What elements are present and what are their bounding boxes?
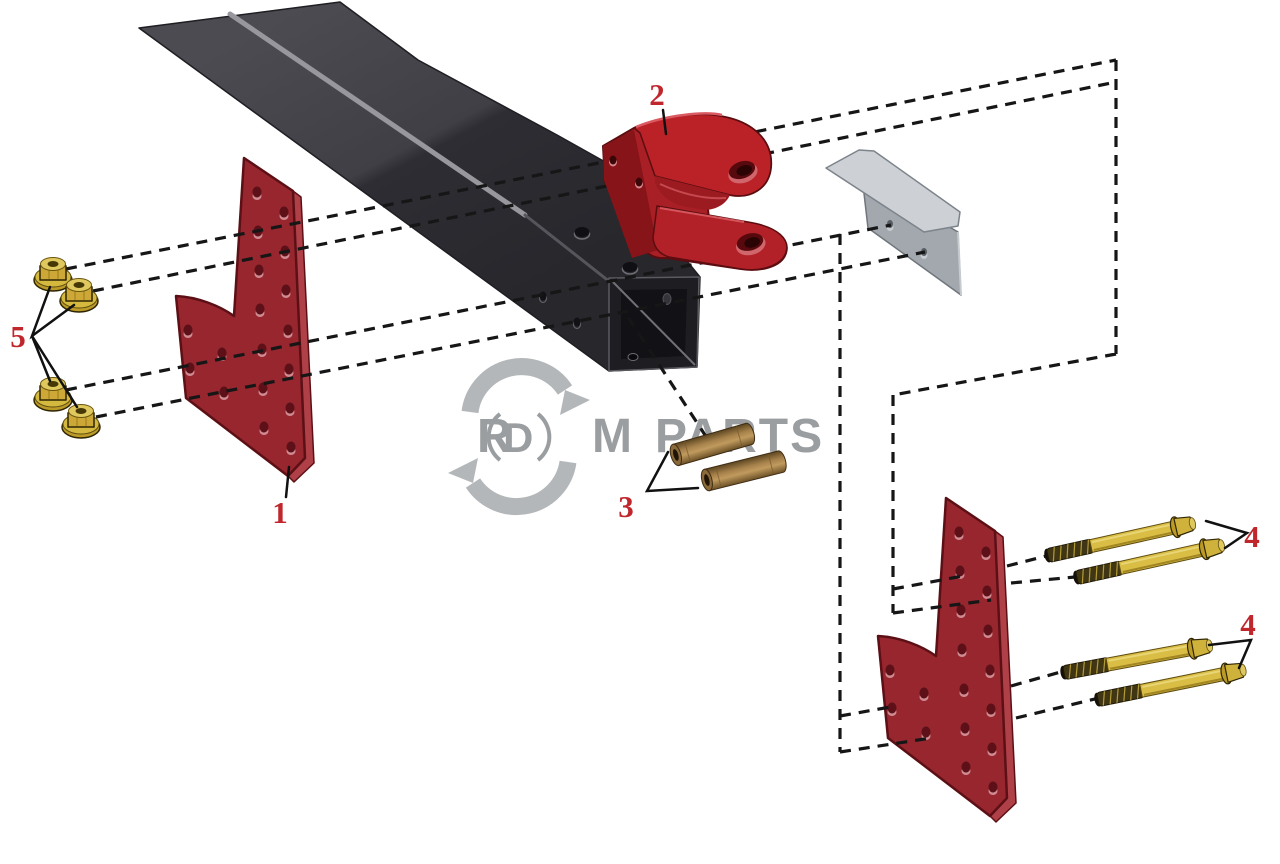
label-part1: 1 — [272, 495, 288, 530]
leader-part3 — [644, 450, 700, 493]
clevis-lower-hole — [736, 233, 766, 256]
leader-lines — [29, 108, 1254, 670]
part-number-labels: 1 2 3 4 4 5 — [10, 77, 1260, 642]
rdm-parts-watermark: R D M PARTS — [448, 358, 822, 516]
label-part5: 5 — [10, 319, 26, 354]
beam-ridge-highlight — [227, 11, 528, 218]
angle-bracket — [825, 149, 962, 296]
clevis-upper-hole — [728, 160, 758, 184]
leader-part1 — [284, 465, 291, 499]
leader-part4-upper — [1204, 519, 1250, 550]
label-part4-lower: 4 — [1240, 607, 1256, 642]
watermark-letter-m: M — [592, 410, 634, 463]
label-part2: 2 — [649, 77, 665, 112]
clevis-bracket — [602, 112, 788, 271]
rdm-logo-swirl-icon — [448, 358, 590, 516]
leader-part5 — [29, 285, 79, 409]
leader-part2 — [661, 108, 668, 136]
mounting-plate-right — [878, 498, 1016, 822]
leader-part4-lower — [1207, 638, 1254, 670]
clevis-throat — [655, 176, 730, 210]
label-part3: 3 — [618, 489, 634, 524]
flange-nut-4 — [61, 403, 101, 439]
mounting-plate-left — [176, 158, 314, 482]
watermark-letter-r: R — [477, 410, 514, 463]
flange-nut-3 — [33, 376, 73, 412]
beam-bolt-holes — [538, 227, 639, 330]
dashed-projection-lines — [65, 58, 1118, 754]
label-part4-upper: 4 — [1244, 519, 1260, 554]
frame-beam — [138, 1, 701, 372]
watermark-letter-d: D — [503, 414, 535, 461]
